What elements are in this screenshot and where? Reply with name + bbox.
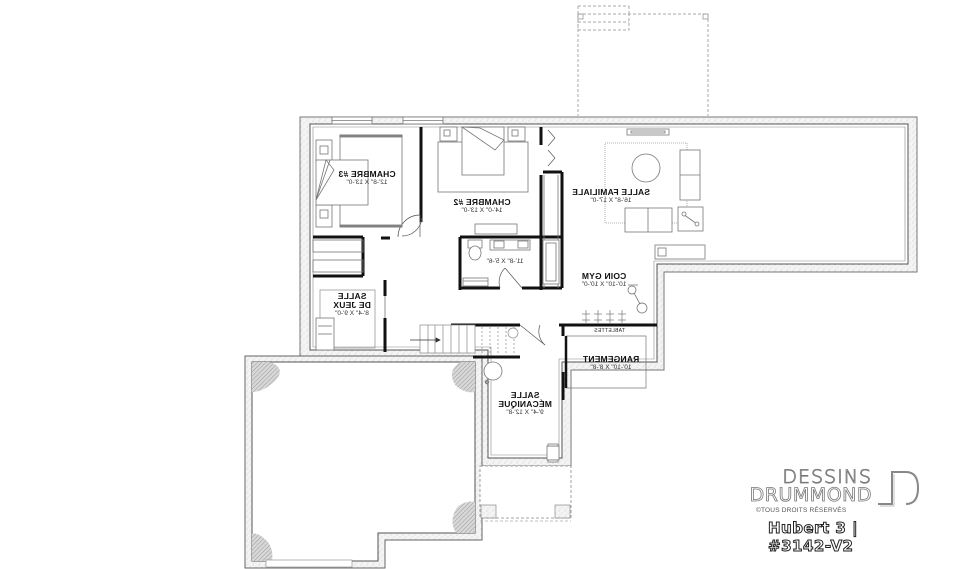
- gym-equipment: [582, 284, 648, 324]
- room-name: CHAMBRE #2: [453, 197, 511, 207]
- room-label-salle-familiale: SALLE FAMILIALE 16'-8" X 17'-0": [566, 187, 656, 205]
- rangement-shelves: [564, 335, 647, 389]
- room-name: SALLE FAMILIALE: [571, 187, 651, 197]
- room-dimensions: 10'-10" X 8'-8": [590, 364, 632, 371]
- room-label-chambre2: CHAMBRE #2 14'-0" X 13'-0": [445, 197, 519, 215]
- porch: [479, 465, 572, 522]
- chambre2-furniture: [437, 126, 529, 235]
- room-name-line2: MÉCANIQUE: [498, 399, 552, 409]
- room-label-coin-gym: COIN GYM 10'-10" X 10'-0": [572, 271, 636, 289]
- room-dimensions: 11'-8" X 5'-6": [486, 258, 524, 265]
- room-dimensions: 10'-10" X 10'-0": [581, 281, 627, 288]
- room-name-line2: DE JEUX: [333, 300, 371, 310]
- plan-title: Hubert 3 | #3142-V2: [768, 519, 859, 556]
- salle-familiale-furniture: [604, 128, 706, 260]
- room-dimensions: 14'-0" X 13'-0": [461, 207, 503, 214]
- top-windows: [331, 116, 444, 125]
- bathroom-fixtures: [462, 239, 560, 287]
- drummond-logo-icon: [878, 471, 920, 507]
- room-dimensions: 9'-4" X 12'-8": [506, 409, 544, 416]
- future-extension-outline: [577, 5, 709, 116]
- brand-name-line2: DRUMMOND: [749, 484, 872, 507]
- tablettes-label: TABLETTES: [594, 328, 625, 334]
- room-dimensions: 16'-8" X 17'-0": [590, 197, 632, 204]
- room-name: CHAMBRE #3: [338, 169, 396, 179]
- room-dimensions: 8'-4" X 9'-0": [335, 310, 369, 317]
- salle-de-jeux-furniture: [315, 289, 376, 351]
- copyright-notice: ©TOUS DROITS RÉSERVÉS: [756, 507, 847, 514]
- door-swings: [397, 129, 556, 346]
- room-name: RANGEMENT: [582, 354, 640, 364]
- room-label-chambre3: CHAMBRE #3 12'-8" X 13'-0": [330, 169, 404, 187]
- room-dimensions: 12'-8" X 13'-0": [346, 179, 388, 186]
- room-label-salle-de-bain: 11'-8" X 5'-6": [470, 258, 540, 266]
- garage: [244, 355, 483, 569]
- interior-walls: [313, 127, 657, 400]
- staircase: [410, 324, 519, 355]
- room-label-salle-de-jeux: SALLE DE JEUX 8'-4" X 9'-0": [322, 291, 382, 318]
- room-label-rangement: RANGEMENT 10'-10" X 8'-8": [576, 354, 646, 372]
- brand-name-line1: DESSINS: [782, 466, 872, 489]
- room-name: COIN GYM: [581, 271, 627, 281]
- room-label-salle-mecanique: SALLE MÉCANIQUE 9'-4" X 12'-8": [490, 390, 560, 417]
- chambre3-furniture: [315, 134, 403, 228]
- mechanical-equipment: [483, 361, 560, 463]
